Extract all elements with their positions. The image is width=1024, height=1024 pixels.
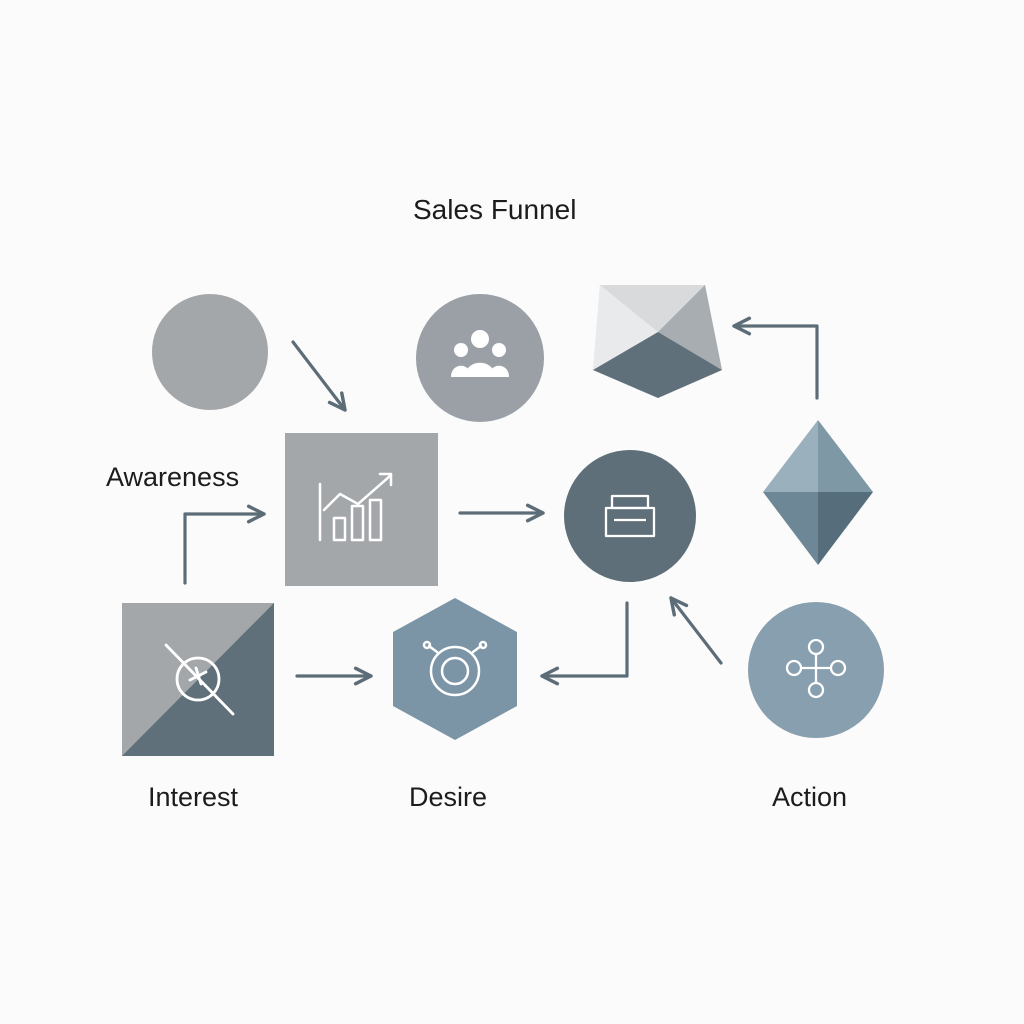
envelope-shape [593, 285, 722, 398]
arrow-printer-to-desire [540, 601, 629, 686]
arrow-circle-to-chart [291, 340, 347, 412]
arrow-diamond-to-envelope [732, 316, 819, 400]
ring-gauge-icon [393, 598, 517, 740]
network-nodes-icon [748, 602, 884, 738]
circle-shape [152, 294, 268, 410]
stage-label-awareness: Awareness [106, 462, 240, 492]
crossed-target-icon [122, 603, 274, 756]
stage-label-action: Action [772, 782, 848, 812]
printer-icon [564, 450, 696, 582]
diagram-title: Sales Funnel [413, 194, 577, 225]
diamond-shape [763, 420, 873, 565]
arrow-interest-to-chart [183, 504, 266, 585]
bar-chart-growth-icon [285, 433, 438, 586]
stage-label-desire: Desire [409, 782, 488, 812]
people-group-icon [416, 294, 544, 422]
arrow-action-to-printer [669, 596, 723, 665]
stage-label-interest: Interest [148, 782, 239, 812]
